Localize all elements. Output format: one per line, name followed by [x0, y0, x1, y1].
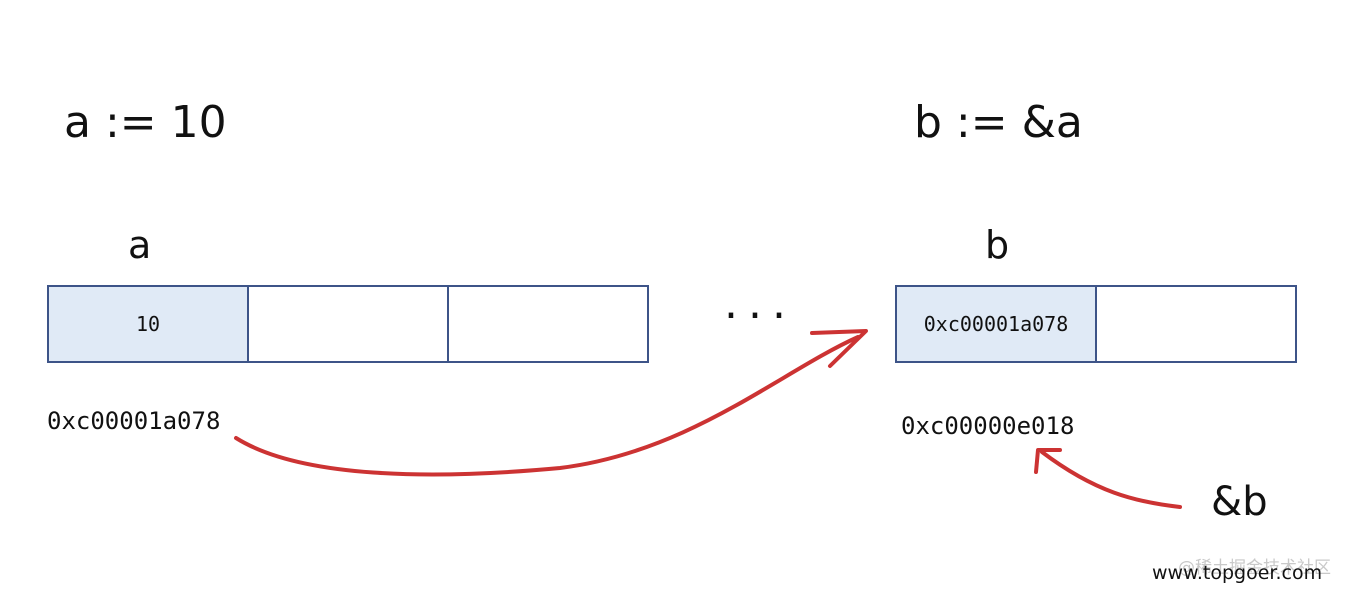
reference-arrow-head-b [1034, 448, 1062, 474]
address-label-a: 0xc00001a078 [47, 407, 221, 435]
watermark-faint: @稀土掘金技术社区 [1178, 558, 1331, 578]
pointer-arrow-head-a-to-b [810, 329, 868, 368]
variable-label-b: b [985, 223, 1010, 267]
memory-cell-a-0: 10 [49, 287, 249, 361]
memory-cell-a-2 [449, 287, 647, 361]
variable-label-a: a [128, 223, 152, 267]
memory-cell-a-1 [249, 287, 449, 361]
declaration-b: b := &a [914, 97, 1083, 148]
memory-cell-b-0: 0xc00001a078 [897, 287, 1097, 361]
watermark: www.topgoer.com [1152, 562, 1323, 584]
memory-gap-ellipsis: ... [724, 278, 796, 329]
reference-label-b: &b [1211, 479, 1268, 525]
memory-block-a: 10 [47, 285, 649, 363]
memory-block-b: 0xc00001a078 [895, 285, 1297, 363]
reference-arrow-b [1040, 450, 1182, 509]
declaration-a: a := 10 [64, 97, 227, 148]
memory-cell-b-1 [1097, 287, 1295, 361]
address-label-b: 0xc00000e018 [901, 412, 1075, 440]
